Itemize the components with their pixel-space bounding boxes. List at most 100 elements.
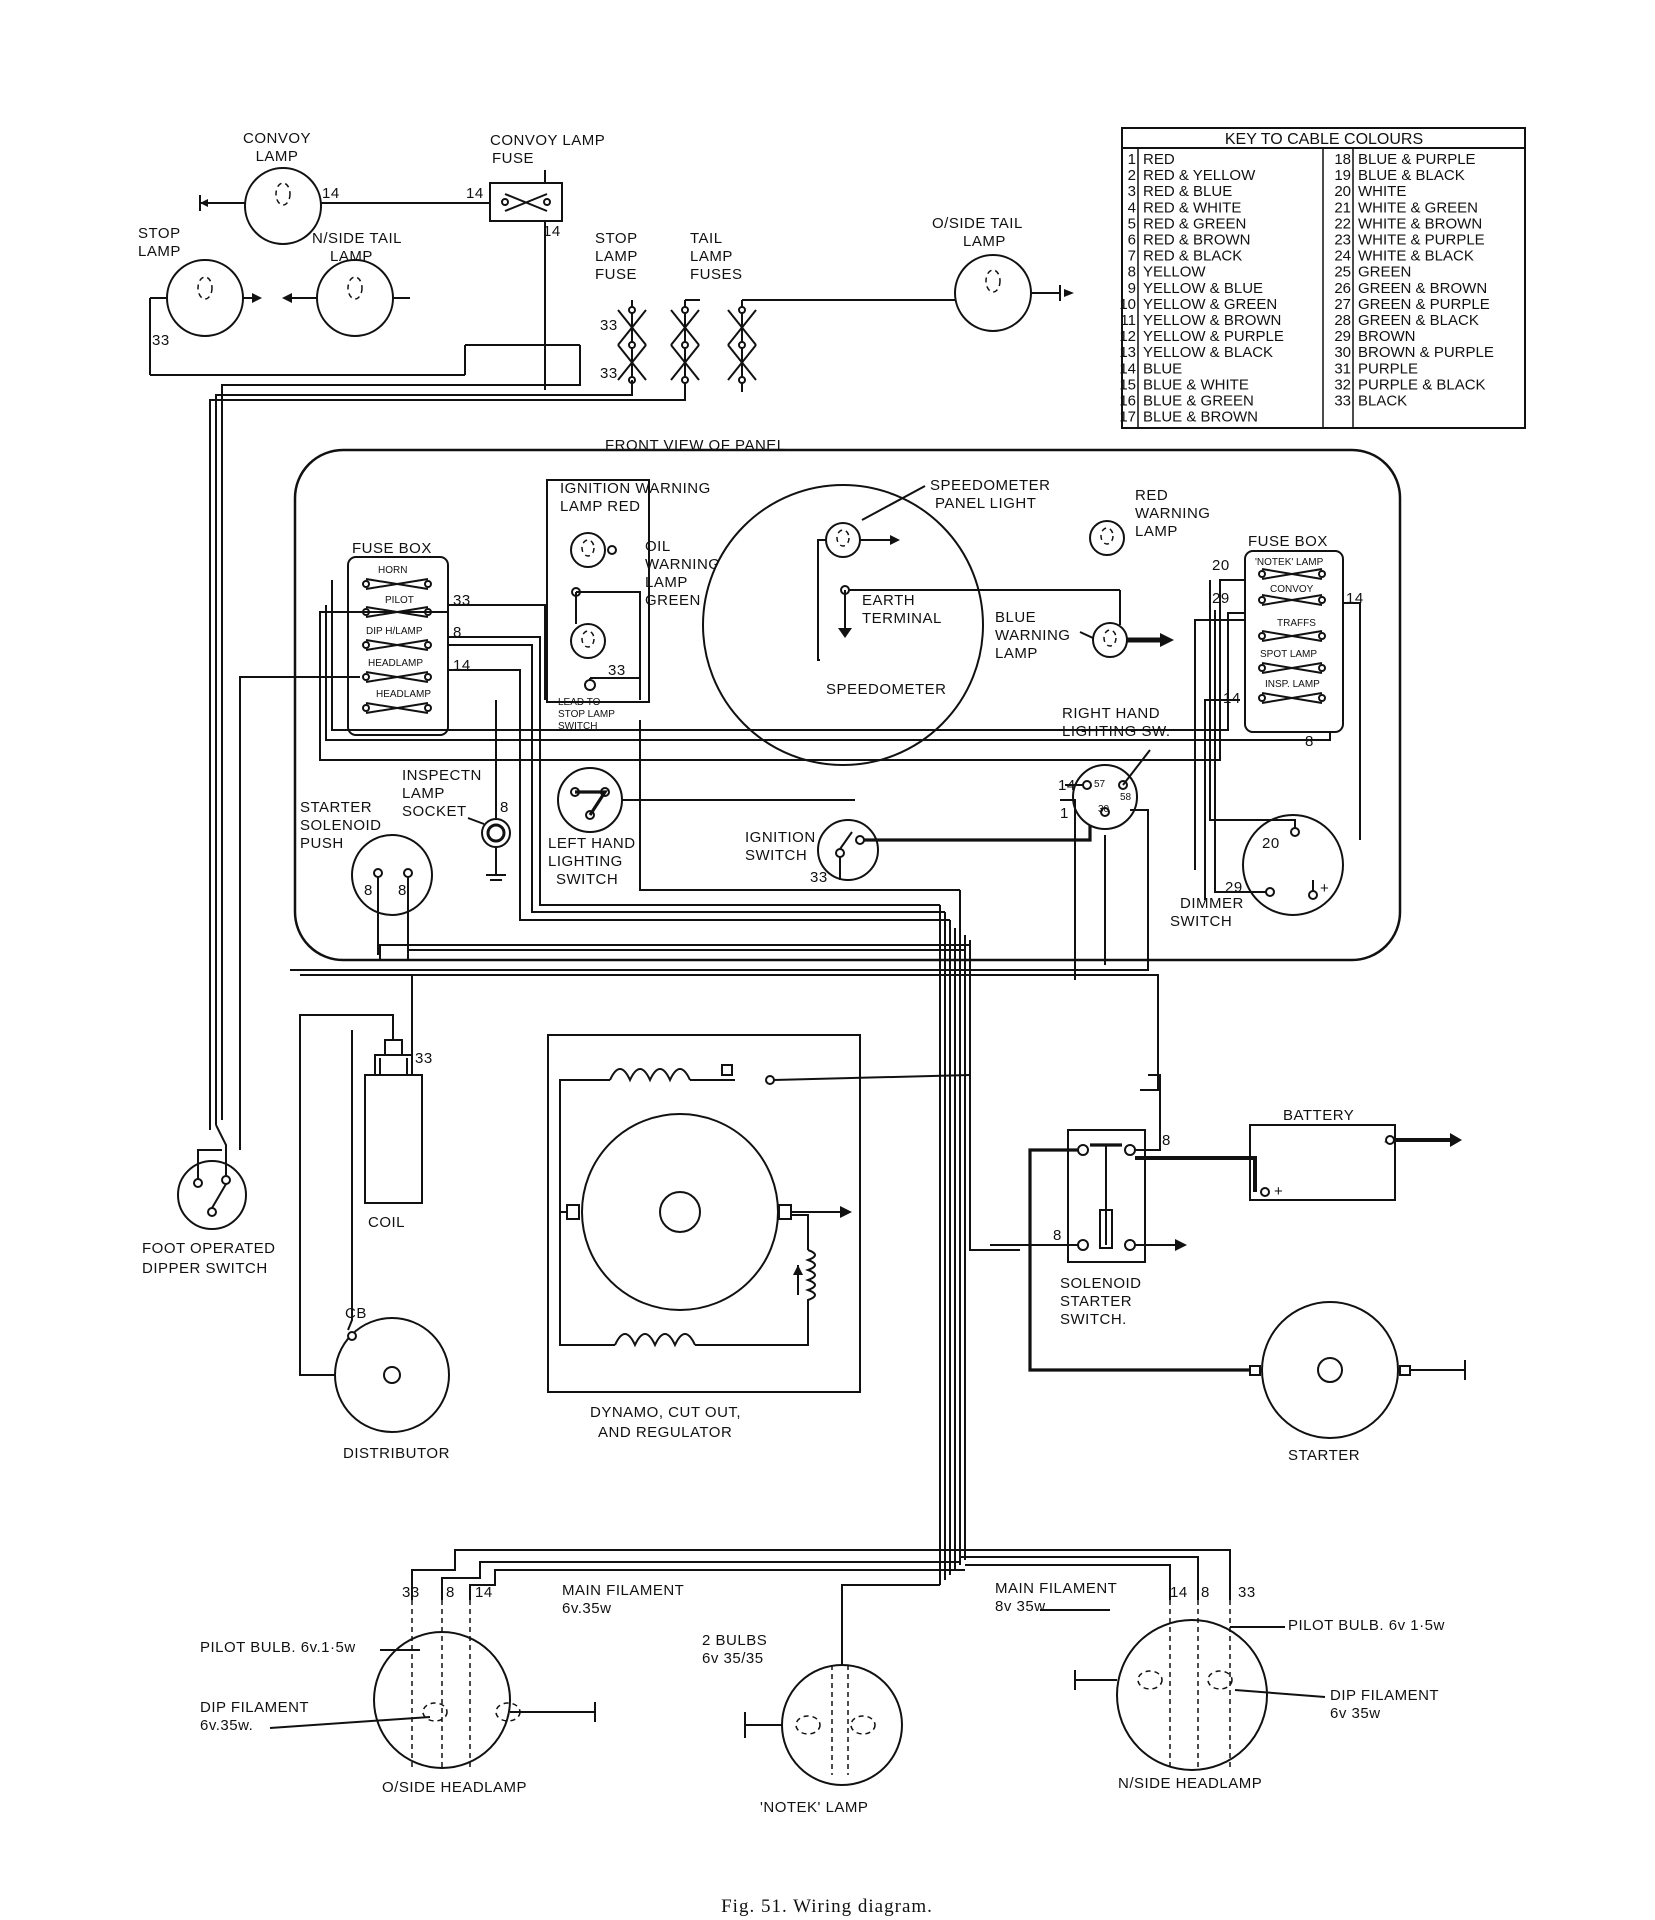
- fuse-headlamp-label: HEADLAMP: [368, 658, 423, 669]
- tail-lamp-fuses-label-3: FUSES: [690, 266, 743, 283]
- key-entry-number: 7: [1128, 248, 1136, 265]
- key-entry-colour: BLUE & PURPLE: [1358, 151, 1476, 168]
- key-entry-colour: PURPLE & BLACK: [1358, 376, 1486, 393]
- convoy-lamp-label-2: LAMP: [256, 148, 299, 165]
- inspection-lamp-label-3: SOCKET: [402, 803, 467, 820]
- fuse-dip-label: DIP H/LAMP: [366, 626, 423, 637]
- fuse-symbol: [362, 702, 432, 714]
- key-entry-colour: WHITE: [1358, 183, 1406, 200]
- key-entry-number: 21: [1334, 199, 1351, 216]
- fuse-symbol: [362, 578, 432, 590]
- key-entry-colour: WHITE & PURPLE: [1358, 232, 1485, 249]
- key-entry-colour: BLUE: [1143, 360, 1182, 377]
- key-entry-number: 17: [1119, 409, 1136, 426]
- lead-label-2: STOP LAMP: [558, 709, 615, 720]
- key-entry-colour: RED & GREEN: [1143, 215, 1246, 232]
- key-entry-colour: GREEN & BLACK: [1358, 312, 1479, 329]
- blue-warning-lamp-label-2: WARNING: [995, 627, 1070, 644]
- wire-number: 33: [1238, 1584, 1256, 1601]
- wire-number: 14: [1223, 690, 1241, 707]
- convoy-lamp-fuse: CONVOY LAMP FUSE 14 14: [466, 132, 605, 385]
- notek-lamp: 2 BULBS 6v 35/35 'NOTEK' LAMP: [702, 1584, 940, 1816]
- blue-warning-lamp-label-1: BLUE: [995, 609, 1036, 626]
- figure-caption: Fig. 51. Wiring diagram.: [721, 1896, 933, 1917]
- instrument-panel: FRONT VIEW OF PANEL: [293, 437, 1402, 962]
- oside-headlamp-label: O/SIDE HEADLAMP: [382, 1779, 527, 1796]
- rh-switch-label-1: RIGHT HAND: [1062, 705, 1160, 722]
- key-entry-number: 22: [1334, 215, 1351, 232]
- fuse-headlamp2-label: HEADLAMP: [376, 689, 431, 700]
- key-entry-number: 31: [1334, 360, 1351, 377]
- key-entry-number: 33: [1334, 393, 1351, 410]
- key-entry-colour: WHITE & BLACK: [1358, 248, 1474, 265]
- convoy-lamp: CONVOY LAMP 14: [199, 130, 490, 245]
- stop-lamp-fuse-label-2: LAMP: [595, 248, 638, 265]
- red-warning-lamp: RED WARNING LAMP: [1089, 487, 1210, 556]
- dynamo-label-2: AND REGULATOR: [598, 1424, 732, 1441]
- key-entry-number: 2: [1128, 167, 1136, 184]
- foot-dipper-label-1: FOOT OPERATED: [142, 1240, 275, 1257]
- key-title: KEY TO CABLE COLOURS: [1225, 131, 1423, 148]
- fuse-symbol: [1258, 568, 1326, 580]
- key-entry-colour: YELLOW: [1143, 264, 1206, 281]
- key-entry-colour: RED & BLUE: [1143, 183, 1232, 200]
- notek-lamp-label: 'NOTEK' LAMP: [760, 1799, 868, 1816]
- wire-number: 8: [1053, 1227, 1062, 1244]
- key-entry-colour: RED & WHITE: [1143, 199, 1241, 216]
- main-filament-right-2: 8v 35w: [995, 1598, 1046, 1615]
- red-warning-lamp-label-3: LAMP: [1135, 523, 1178, 540]
- battery-plus: +: [1274, 1183, 1283, 1200]
- starter-push-label-2: SOLENOID: [300, 817, 382, 834]
- nside-headlamp-label: N/SIDE HEADLAMP: [1118, 1775, 1262, 1792]
- wire-number: 33: [415, 1050, 433, 1067]
- battery: BATTERY - +: [1249, 1107, 1462, 1201]
- key-entry-colour: YELLOW & PURPLE: [1143, 328, 1284, 345]
- left-fuse-box: FUSE BOX HORN PILOT DIP H/LAMP HEADLAMP …: [347, 540, 471, 736]
- wire-number: 33: [600, 365, 618, 382]
- wire-number: 14: [1346, 590, 1364, 607]
- tail-lamp-fuses-label-1: TAIL: [690, 230, 723, 247]
- red-warning-lamp-label-2: WARNING: [1135, 505, 1210, 522]
- key-entry-number: 12: [1119, 328, 1136, 345]
- wire-number: 14: [475, 1584, 493, 1601]
- wire-number: 33: [608, 662, 626, 679]
- key-entry-number: 20: [1334, 183, 1351, 200]
- ignition-switch-label-2: SWITCH: [745, 847, 807, 864]
- key-entry-colour: GREEN: [1358, 264, 1411, 281]
- stop-lamp-label-2: LAMP: [138, 243, 181, 260]
- wire-number: 14: [1058, 777, 1076, 794]
- key-entry-number: 4: [1128, 199, 1136, 216]
- wire-number: 14: [453, 657, 471, 674]
- left-fuse-box-label: FUSE BOX: [352, 540, 432, 557]
- lh-switch-label-2: LIGHTING: [548, 853, 623, 870]
- fuse-symbol: [362, 671, 432, 683]
- key-entry-colour: BLUE & WHITE: [1143, 376, 1249, 393]
- convoy-lamp-label-1: CONVOY: [243, 130, 311, 147]
- key-entry-number: 23: [1334, 232, 1351, 249]
- wire-number: 33: [600, 317, 618, 334]
- key-entry-colour: RED & BROWN: [1143, 232, 1251, 249]
- key-entry-number: 11: [1120, 312, 1136, 329]
- wire-number: 14: [543, 223, 561, 240]
- main-filament-right-1: MAIN FILAMENT: [995, 1580, 1117, 1597]
- key-entry-colour: WHITE & BROWN: [1358, 215, 1482, 232]
- wire-number: 8: [446, 1584, 455, 1601]
- solenoid-label-3: SWITCH.: [1060, 1311, 1127, 1328]
- blue-warning-lamp: BLUE WARNING LAMP: [995, 590, 1174, 662]
- rh-switch-label-2: LIGHTING SW.: [1062, 723, 1171, 740]
- wire-number: 29: [1225, 879, 1243, 896]
- key-entry-number: 25: [1334, 264, 1351, 281]
- wire-number: 8: [453, 624, 462, 641]
- left-hand-lighting-switch: LEFT HAND LIGHTING SWITCH: [548, 767, 855, 888]
- wire-number: 20: [1212, 557, 1230, 574]
- oside-tail-lamp: O/SIDE TAIL LAMP: [932, 215, 1074, 332]
- wire-number: 33: [402, 1584, 420, 1601]
- dip-filament-left-2: 6v.35w.: [200, 1717, 253, 1734]
- speedometer-panel-light-label-1: SPEEDOMETER: [930, 477, 1051, 494]
- nside-tail-lamp-label-1: N/SIDE TAIL: [312, 230, 402, 247]
- key-entry-colour: BLUE & GREEN: [1143, 393, 1254, 410]
- distributor: CB DISTRIBUTOR: [334, 1305, 450, 1462]
- key-entry-number: 24: [1334, 248, 1351, 265]
